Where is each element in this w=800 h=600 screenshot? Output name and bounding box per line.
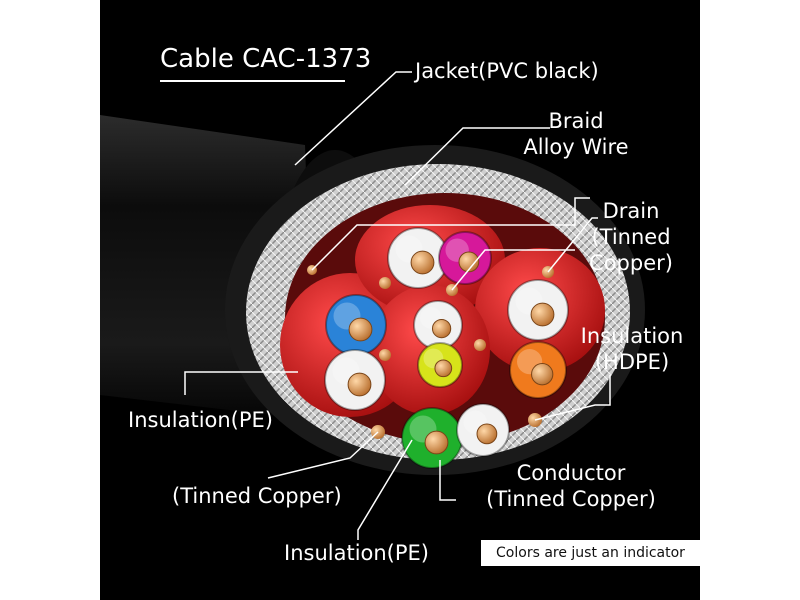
- label-hdpe-line1: Insulation: [580, 324, 684, 348]
- label-insulation-pe-left: Insulation(PE): [128, 408, 274, 432]
- conductor-blue: [325, 294, 387, 356]
- conductor-yellow: [417, 342, 463, 388]
- leader-lines: [184, 71, 611, 540]
- conductor-white-bottom: [456, 403, 510, 457]
- label-braid-line2: Alloy Wire: [523, 135, 629, 159]
- conductor-pink: [438, 231, 492, 285]
- label-braid-line1: Braid: [548, 109, 604, 133]
- label-hdpe: Insulation (HDPE): [576, 323, 688, 375]
- label-drain: Drain (Tinned Copper): [585, 198, 677, 276]
- conductor-white-center: [413, 300, 463, 350]
- label-drain-line2: (Tinned: [591, 225, 671, 249]
- conductor-white-right: [507, 279, 569, 341]
- conductor-white-left: [324, 349, 386, 411]
- color-disclaimer-note: Colors are just an indicator: [481, 540, 700, 566]
- cable-diagram-panel: Cable CAC-1373 Jacket(PVC black) Braid A…: [100, 0, 700, 600]
- label-drain-line3: Copper): [589, 251, 673, 275]
- label-conductor: Conductor (Tinned Copper): [486, 460, 656, 512]
- title-underline: [160, 80, 345, 82]
- label-drain-line1: Drain: [602, 199, 660, 223]
- label-insulation-pe-bottom: Insulation(PE): [284, 541, 430, 565]
- label-conductor-line2: (Tinned Copper): [486, 487, 656, 511]
- label-hdpe-line2: (HDPE): [594, 350, 670, 374]
- label-conductor-line1: Conductor: [516, 461, 626, 485]
- conductors: [324, 227, 569, 469]
- label-jacket: Jacket(PVC black): [415, 59, 599, 83]
- cable-title: Cable CAC-1373: [160, 44, 372, 74]
- conductor-green: [401, 407, 463, 469]
- label-tinned-copper-left: (Tinned Copper): [172, 484, 342, 508]
- label-braid: Braid Alloy Wire: [520, 108, 632, 160]
- cable-cross-section: [100, 71, 645, 540]
- conductor-orange: [509, 341, 567, 399]
